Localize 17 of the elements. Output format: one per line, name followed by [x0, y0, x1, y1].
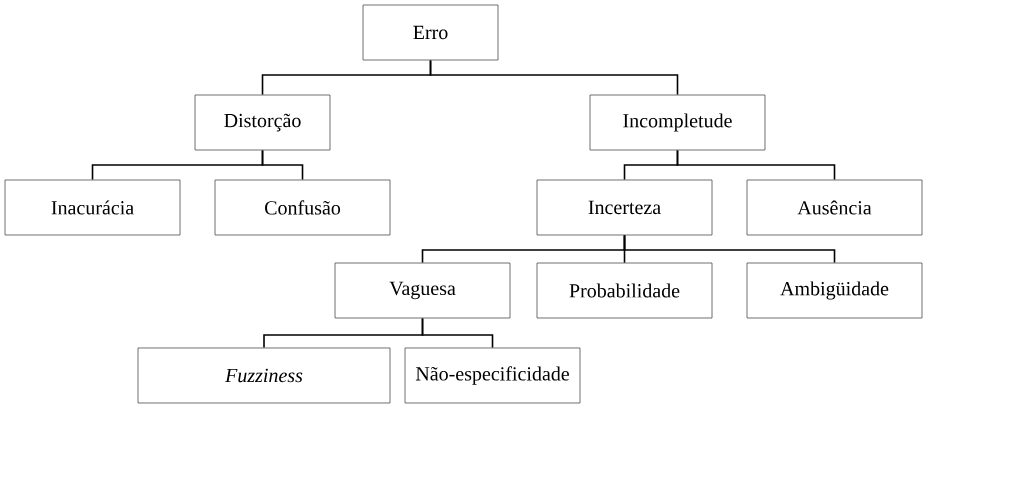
category-box: Confusão — [214, 179, 391, 236]
category-box: Ausência — [746, 179, 923, 236]
category-box: Não-especificidade — [404, 347, 581, 404]
category-box: Ambigüidade — [746, 262, 923, 319]
category-box: Incerteza — [536, 179, 713, 236]
category-box: Erro — [362, 4, 499, 61]
tree-connector — [421, 317, 494, 349]
tree-connector — [623, 234, 836, 264]
category-box: Inacurácia — [4, 179, 181, 236]
tree-connector — [429, 59, 679, 96]
category-box: Fuzziness — [137, 347, 391, 404]
tree-connector — [676, 149, 836, 181]
tree-connector — [261, 149, 304, 181]
category-box: Probabilidade — [536, 262, 713, 319]
category-box: Distorção — [194, 94, 331, 151]
category-box: Incompletude — [589, 94, 766, 151]
category-box: Vaguesa — [334, 262, 511, 319]
